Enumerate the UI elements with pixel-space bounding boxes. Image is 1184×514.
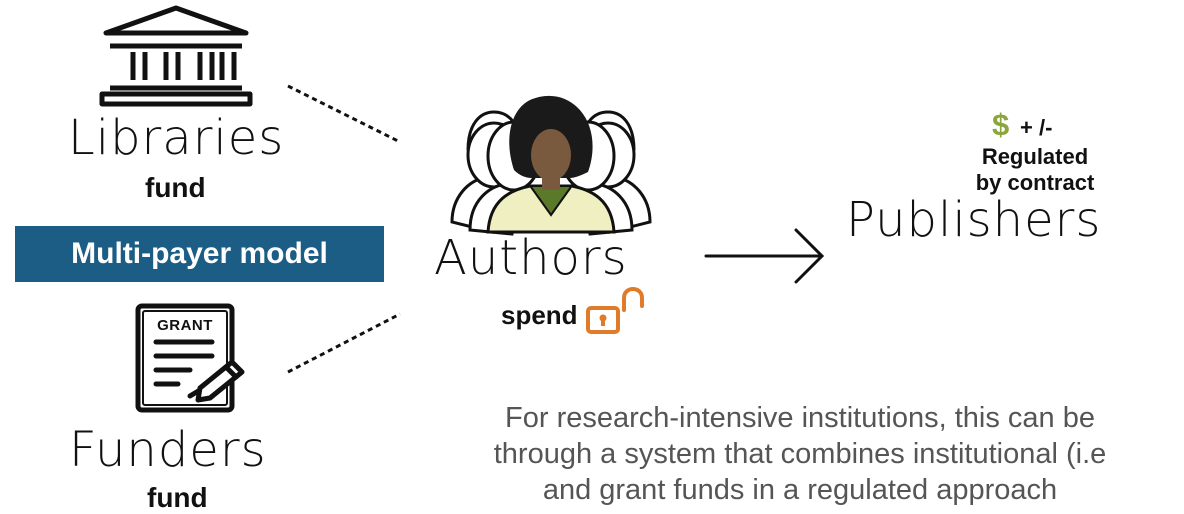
library-icon (99, 5, 253, 107)
explanatory-note: For research-intensive institutions, thi… (370, 400, 1184, 508)
note-line-1: For research-intensive institutions, thi… (505, 402, 1095, 434)
grant-label: GRANT (157, 317, 213, 334)
publishers-title: Publishers (846, 192, 1102, 248)
arrow-authors-to-publishers (704, 228, 825, 284)
note-line-3: and grant funds in a regulated approach (542, 474, 1058, 506)
regulation-line-2: by contract (975, 170, 1095, 195)
multi-payer-model-badge: Multi-payer model (15, 226, 384, 282)
open-lock-icon (586, 287, 644, 334)
connector-libraries-authors (287, 84, 401, 144)
note-line-2: through a system that combines instituti… (493, 438, 1107, 470)
authors-title: Authors (434, 230, 628, 286)
libraries-title: Libraries (68, 110, 285, 166)
grant-document-icon (135, 303, 245, 413)
authors-role: spend (501, 300, 578, 330)
libraries-role: fund (145, 172, 206, 203)
dollar-sign: $ (992, 107, 1010, 142)
funders-role: fund (147, 482, 208, 513)
connector-funders-authors (287, 312, 401, 374)
authors-people-icon (450, 95, 652, 236)
regulation-line-1: Regulated (981, 144, 1089, 169)
funders-title: Funders (69, 422, 267, 478)
price-note: + /- (1020, 115, 1053, 140)
